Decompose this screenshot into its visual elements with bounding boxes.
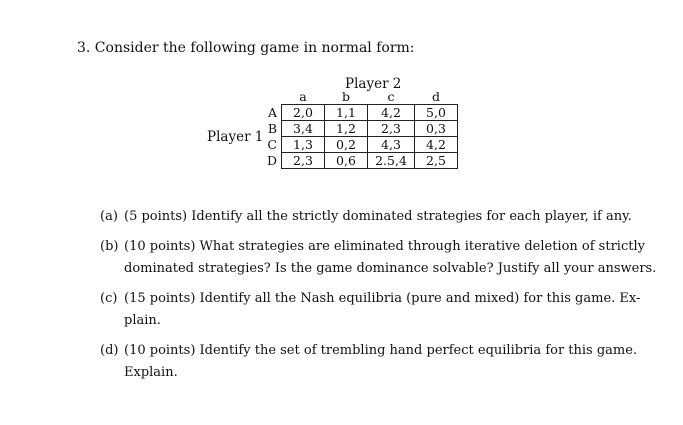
part-a: (a) (5 points) Identify all the strictly … [100, 206, 660, 228]
column-header-d: d [431, 89, 440, 104]
column-header-row: a b c d [257, 89, 458, 105]
part-d-text-line1: (10 points) Identify the set of tremblin… [124, 343, 638, 358]
column-header-a: a [299, 89, 307, 104]
row-header-d: D [266, 153, 277, 168]
payoff-cell: 0,2 [324, 136, 368, 153]
part-c-label: (c) [100, 291, 118, 306]
payoff-cell: 2,3 [281, 152, 325, 169]
row-header-b: B [267, 121, 277, 136]
player2-label: Player 2 [345, 76, 402, 92]
payoff-cell: 2,5 [414, 152, 458, 169]
row-header-a: A [267, 105, 277, 120]
payoff-cell: 1,1 [324, 104, 368, 121]
player1-label: Player 1 [207, 129, 264, 145]
payoff-cell: 1,3 [281, 136, 325, 153]
part-d: (d) (10 points) Identify the set of tremb… [100, 340, 660, 384]
question-title: 3. Consider the following game in normal… [77, 40, 415, 56]
part-c-text-line2: plain. [124, 313, 161, 328]
payoff-cell: 0,6 [324, 152, 368, 169]
payoff-cell: 2,0 [281, 104, 325, 121]
part-b-label: (b) [100, 239, 119, 254]
payoff-cell: 4,2 [414, 136, 458, 153]
matrix-row-b: B 3,4 1,2 2,3 0,3 [257, 120, 458, 137]
payoff-matrix: a b c d A 2,0 1,1 4,2 5,0 B 3,4 1,2 2,3 … [257, 89, 458, 169]
part-c: (c) (15 points) Identify all the Nash equ… [100, 288, 660, 332]
part-d-text-line2: Explain. [124, 365, 178, 380]
part-c-text-line1: (15 points) Identify all the Nash equili… [124, 291, 641, 306]
payoff-cell: 3,4 [281, 120, 325, 137]
matrix-row-a: A 2,0 1,1 4,2 5,0 [257, 104, 458, 121]
payoff-cell: 4,3 [367, 136, 415, 153]
row-header-c: C [267, 137, 277, 152]
part-b: (b) (10 points) What strategies are elimi… [100, 236, 660, 280]
matrix-row-c: C 1,3 0,2 4,3 4,2 [257, 136, 458, 153]
payoff-cell: 5,0 [414, 104, 458, 121]
corner-cell [257, 89, 282, 105]
part-d-label: (d) [100, 343, 119, 358]
part-a-label: (a) [100, 209, 118, 224]
payoff-cell: 2,3 [367, 120, 415, 137]
payoff-cell: 2.5,4 [367, 152, 415, 169]
payoff-cell: 1,2 [324, 120, 368, 137]
matrix-row-d: D 2,3 0,6 2.5,4 2,5 [257, 152, 458, 169]
part-a-text: (5 points) Identify all the strictly dom… [124, 209, 632, 224]
part-b-text-line2: dominated strategies? Is the game domina… [124, 261, 657, 276]
column-header-c: c [387, 89, 395, 104]
payoff-cell: 0,3 [414, 120, 458, 137]
column-header-b: b [341, 89, 350, 104]
part-b-text-line1: (10 points) What strategies are eliminat… [124, 239, 645, 254]
payoff-cell: 4,2 [367, 104, 415, 121]
